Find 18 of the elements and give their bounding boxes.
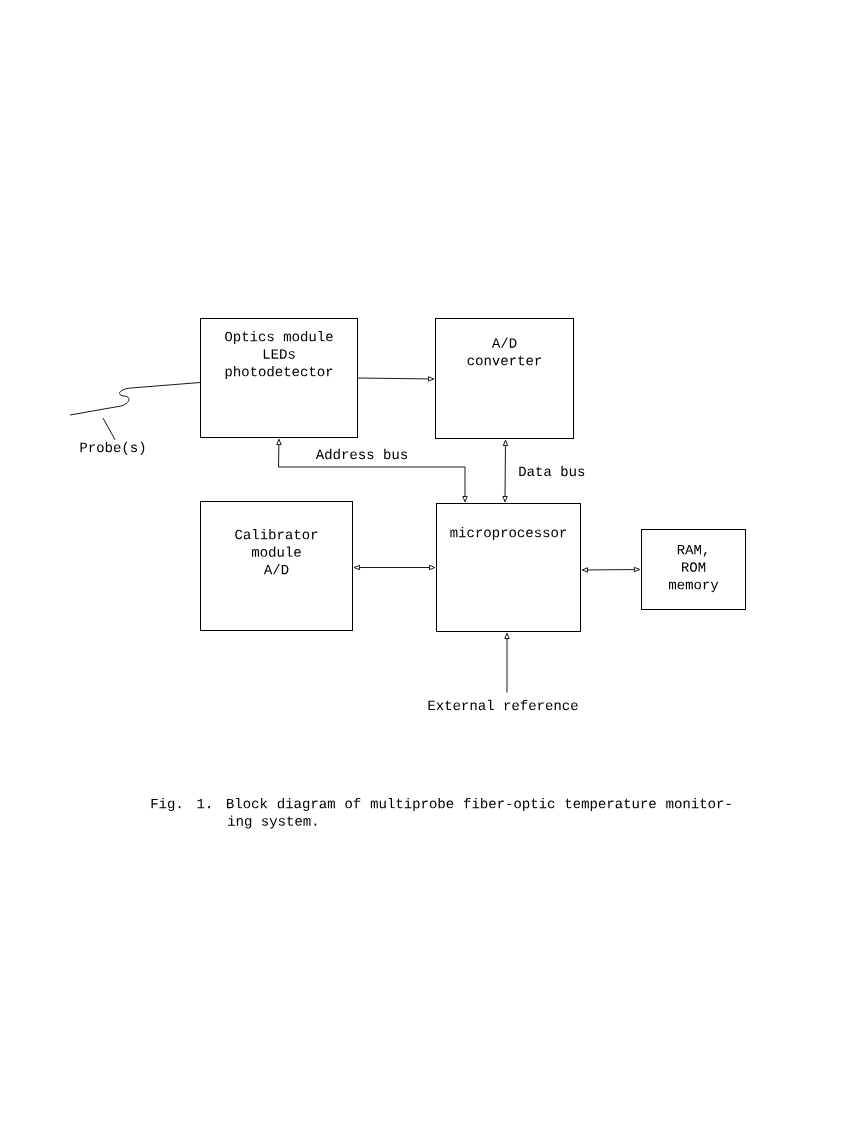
edge-label: Data bus <box>517 464 587 478</box>
block-box: Calibrator module A/D <box>200 501 353 631</box>
double-arrow <box>353 564 436 571</box>
bus-arrow <box>276 438 468 503</box>
block-box: microprocessor <box>436 503 581 632</box>
probe-fiber <box>69 382 201 416</box>
edge-label: Address bus <box>314 447 410 461</box>
leader-line <box>102 417 116 441</box>
probe-label: Probe(s) <box>80 441 145 455</box>
figure-caption: Fig. 1. Block diagram of multiprobe fiber-optic temperature monitor-ing system. <box>151 798 731 829</box>
arrow <box>357 376 435 382</box>
bus-arrow <box>502 439 509 503</box>
arrow <box>504 632 510 694</box>
block-box: RAM, ROM memory <box>641 529 746 610</box>
block-box: A/D converter <box>435 318 574 439</box>
double-arrow <box>581 566 641 573</box>
input-label: External reference <box>428 699 578 711</box>
block-box: Optics module LEDs photodetector <box>200 318 358 438</box>
